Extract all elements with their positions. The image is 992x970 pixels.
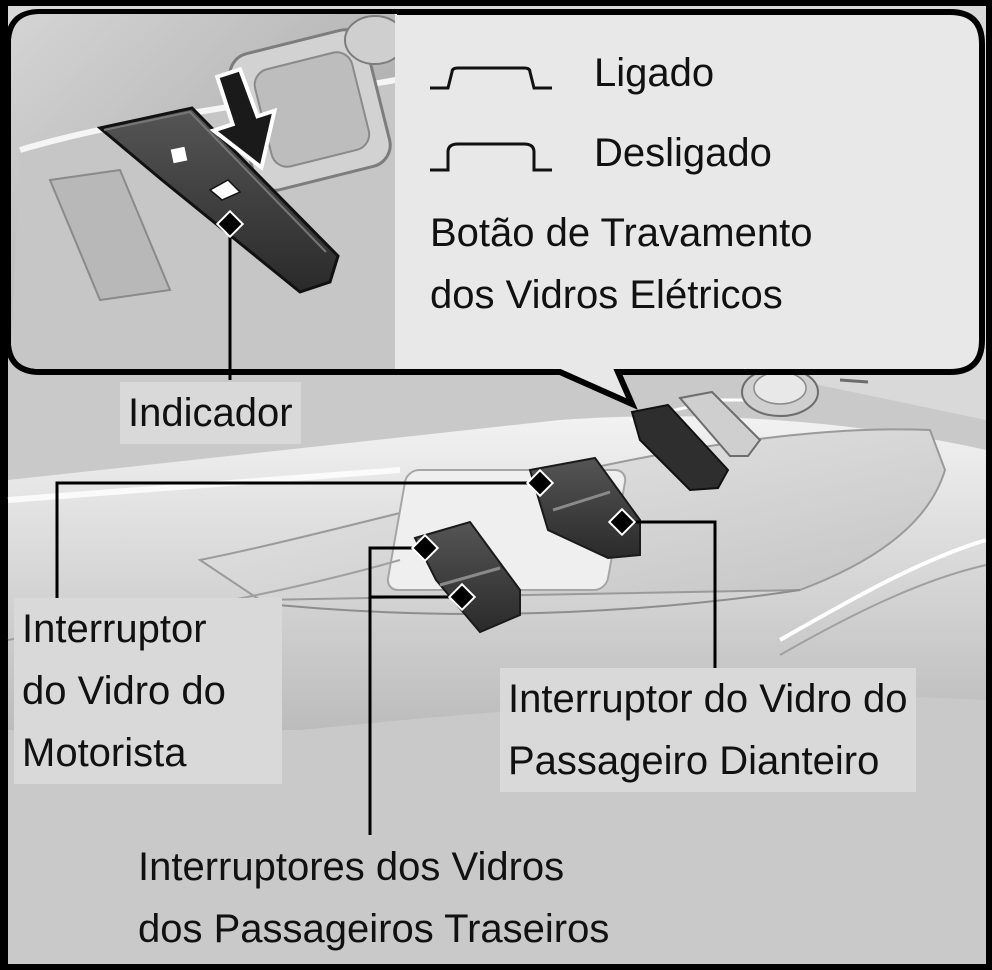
window-lock-button — [630, 403, 730, 492]
front-passenger-switch — [528, 456, 641, 560]
lock-button-closeup — [11, 14, 397, 369]
front-passenger-leader — [622, 520, 717, 668]
leader-lines — [55, 225, 717, 835]
front-passenger-label-line-1: Interruptor do Vidro do — [508, 677, 908, 721]
legend-on-icon — [430, 66, 552, 90]
indicator-tip — [215, 209, 245, 239]
front-passenger-label-line-2: Passageiro Dianteiro — [508, 739, 880, 783]
rear-passenger-tip-2 — [447, 582, 477, 612]
lock-button-caption: Botão de Travamento dos Vidros Elétricos — [430, 202, 812, 326]
driver-switch-label-line-2: do Vidro do — [22, 669, 226, 713]
rear-passenger-switches-label: Interruptores dos Vidros dos Passageiros… — [138, 836, 609, 960]
driver-switch-leader — [55, 481, 540, 600]
rear-passenger-tip-1 — [410, 533, 440, 563]
driver-switch-label-line-1: Interruptor — [22, 607, 207, 651]
leader-tips — [215, 209, 637, 612]
legend-off-label: Desligado — [594, 131, 772, 175]
lock-button-caption-line-2: dos Vidros Elétricos — [430, 273, 783, 317]
indicator-label: Indicador — [120, 382, 301, 444]
driver-switch-label: Interruptor do Vidro do Motorista — [14, 598, 282, 784]
legend-on-label: Ligado — [594, 51, 715, 95]
legend-off-icon — [430, 142, 552, 172]
rear-passenger-label-line-2: dos Passageiros Traseiros — [138, 907, 610, 951]
rear-passenger-label-line-1: Interruptores dos Vidros — [138, 845, 565, 889]
front-passenger-switch-label: Interruptor do Vidro do Passageiro Diant… — [500, 668, 916, 792]
driver-switch-tip — [525, 468, 555, 498]
driver-switch-label-line-3: Motorista — [22, 731, 187, 775]
lock-button-caption-line-1: Botão de Travamento — [430, 211, 813, 255]
rear-passenger-leader-1 — [368, 546, 425, 835]
front-passenger-tip — [607, 507, 637, 537]
adjacent-button — [678, 390, 762, 457]
